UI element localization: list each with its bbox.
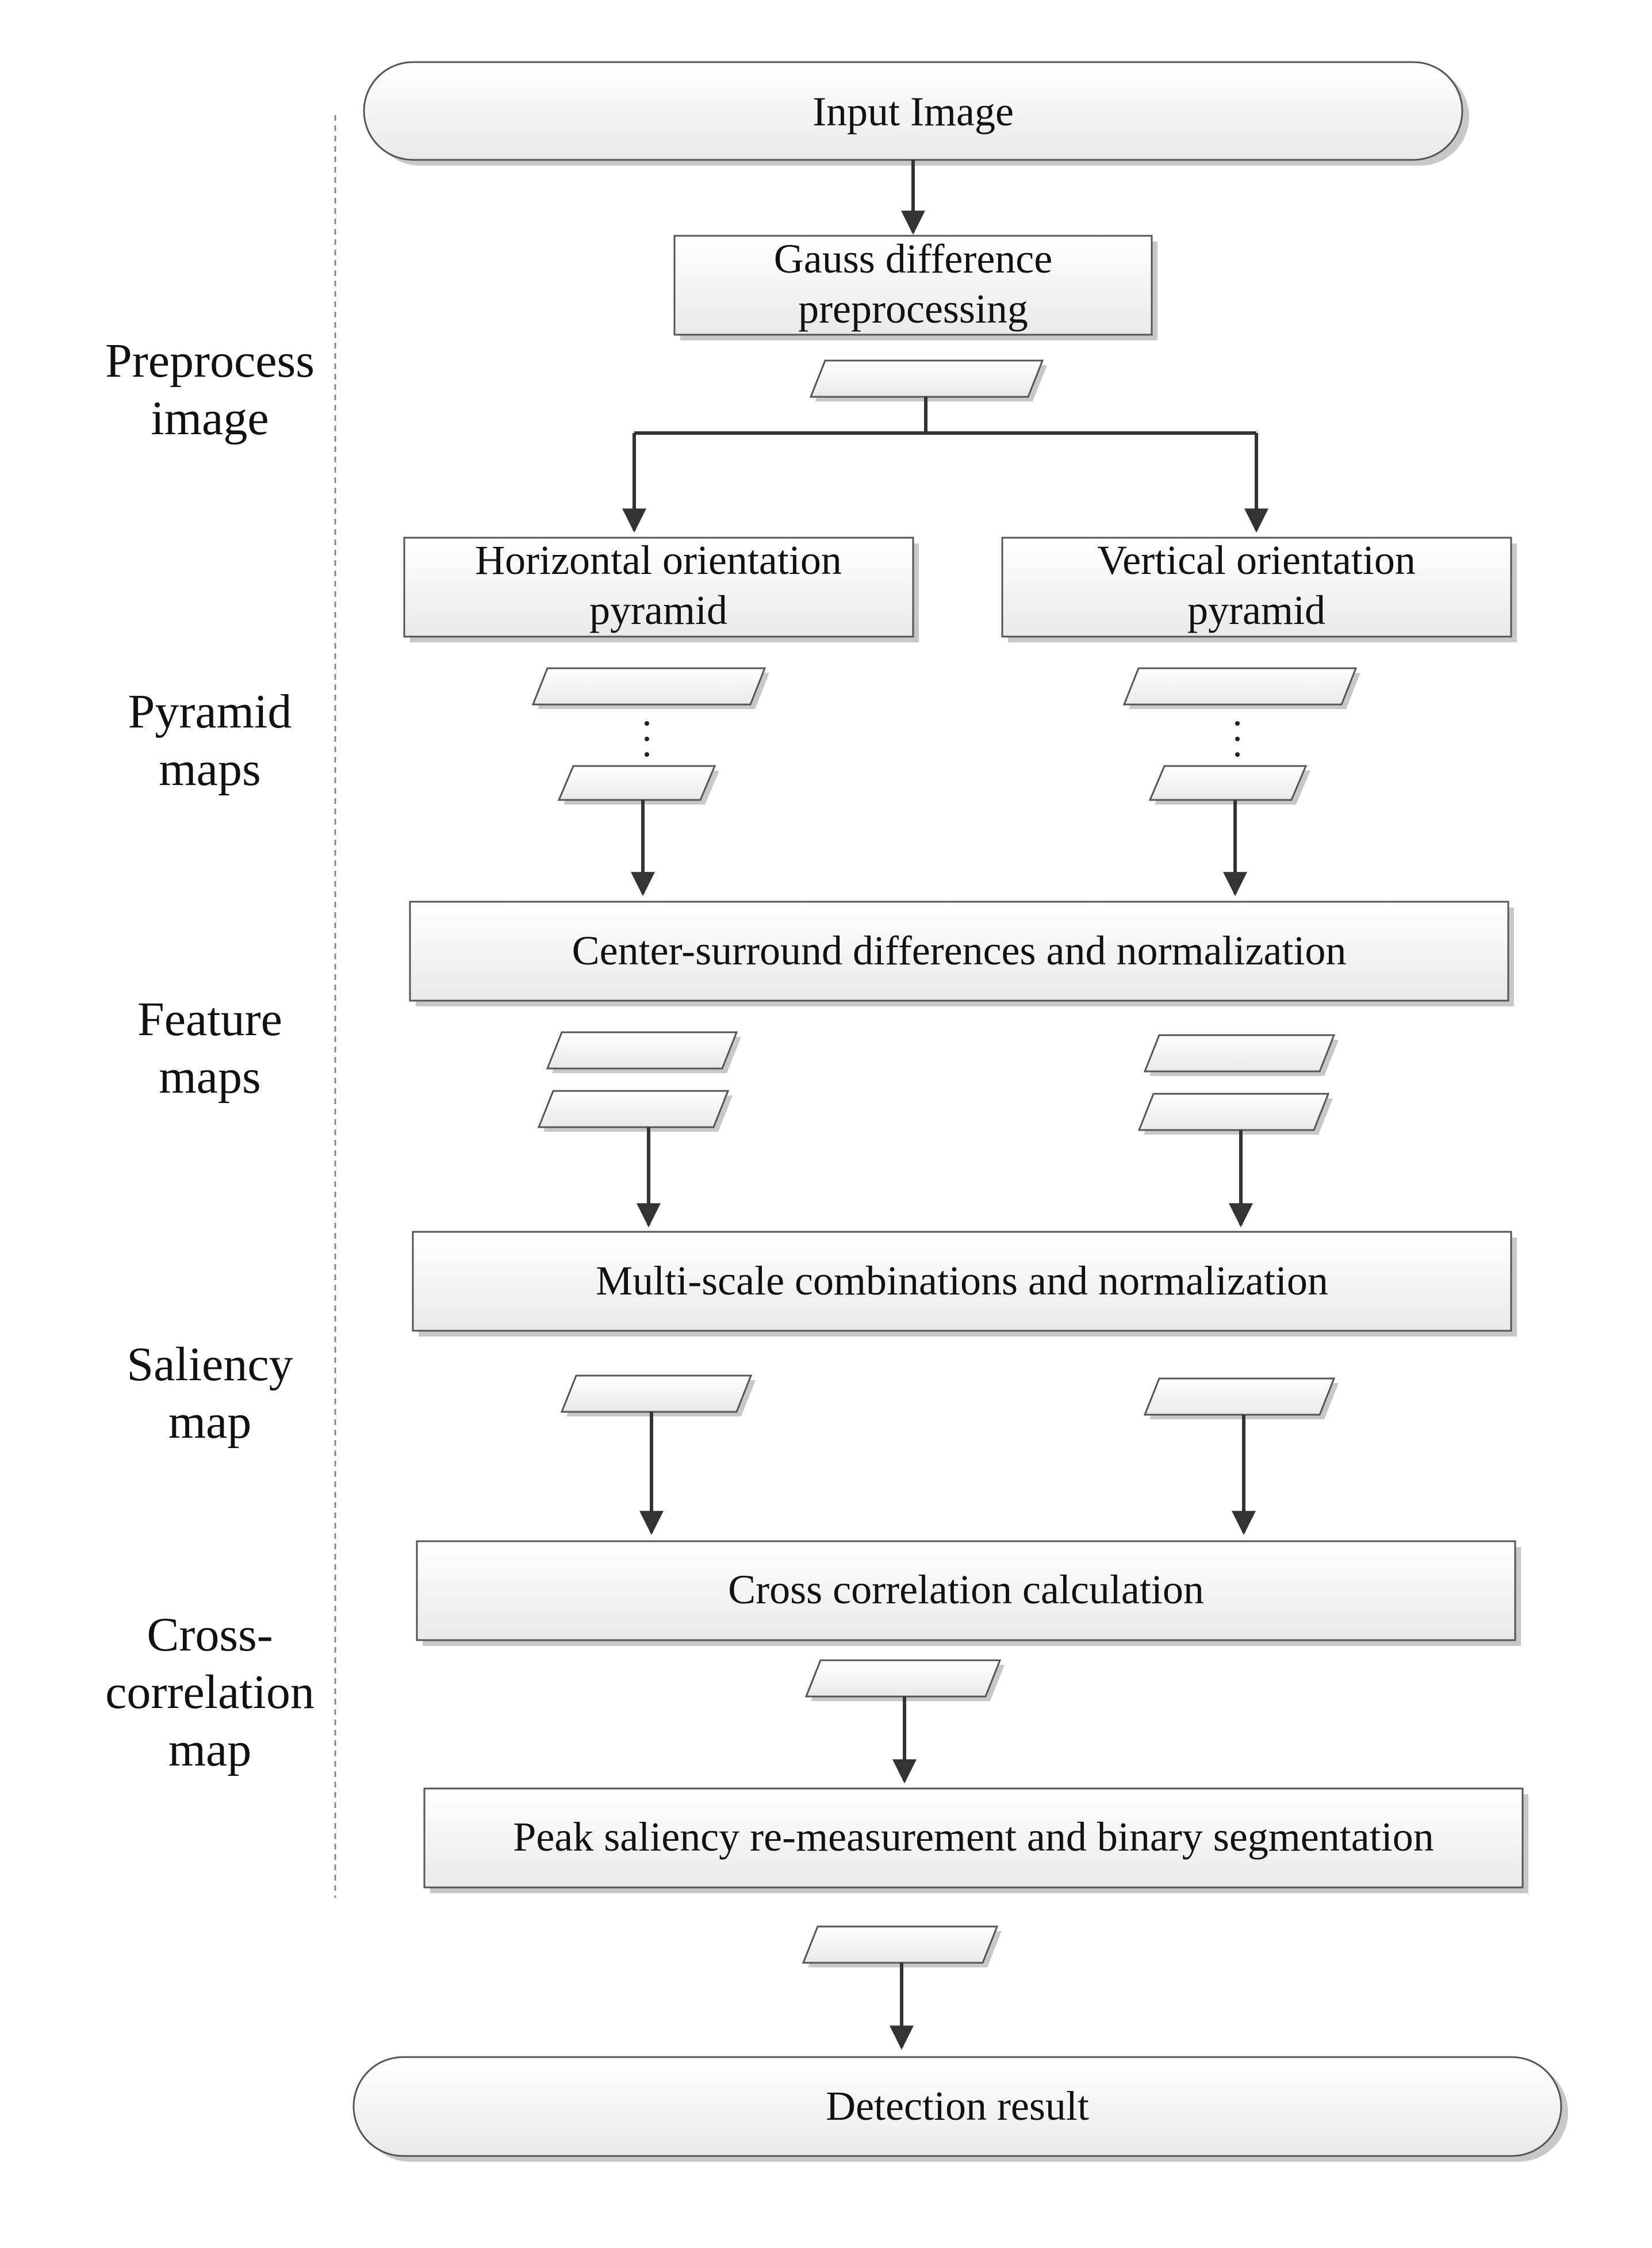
svg-text:Preprocess: Preprocess bbox=[105, 334, 315, 388]
svg-text:Pyramid: Pyramid bbox=[128, 685, 292, 738]
svg-text:map: map bbox=[168, 1395, 252, 1449]
horizontal-label-line2: pyramid bbox=[589, 587, 727, 633]
data-pyramid-maps-right bbox=[1122, 667, 1360, 805]
split-connector bbox=[622, 397, 1268, 533]
data-saliency-map-right bbox=[1143, 1377, 1339, 1419]
stage-label-saliency: Saliency map bbox=[127, 1338, 293, 1449]
gauss-label-line1: Gauss difference bbox=[774, 236, 1052, 282]
vertical-label-line2: pyramid bbox=[1187, 587, 1325, 633]
data-saliency-map-left bbox=[560, 1374, 756, 1416]
svg-text:maps: maps bbox=[159, 742, 260, 796]
process-cross-correlation: Cross correlation calculation bbox=[416, 1540, 1521, 1646]
svg-text:correlation: correlation bbox=[105, 1665, 315, 1719]
vertical-label-line1: Vertical orientation bbox=[1097, 537, 1416, 583]
svg-text:Saliency: Saliency bbox=[127, 1338, 293, 1391]
stage-label-preprocess: Preprocess image bbox=[105, 334, 315, 445]
process-center-surround: Center-surround differences and normaliz… bbox=[409, 901, 1514, 1006]
peak-saliency-label: Peak saliency re-measurement and binary … bbox=[513, 1814, 1433, 1860]
horizontal-label-line1: Horizontal orientation bbox=[475, 537, 842, 583]
data-cross-correlation-map bbox=[804, 1659, 1005, 1701]
cross-correlation-label: Cross correlation calculation bbox=[728, 1567, 1204, 1613]
process-vertical-pyramid: Vertical orientation pyramid bbox=[1001, 537, 1517, 642]
svg-text:Cross-: Cross- bbox=[147, 1608, 273, 1661]
terminal-input-image: Input Image bbox=[363, 61, 1469, 166]
svg-text:Feature: Feature bbox=[137, 993, 282, 1046]
data-feature-maps-left bbox=[537, 1031, 741, 1132]
svg-text:image: image bbox=[151, 392, 269, 445]
process-peak-saliency: Peak saliency re-measurement and binary … bbox=[423, 1787, 1528, 1893]
svg-text:map: map bbox=[168, 1723, 252, 1776]
process-multi-scale: Multi-scale combinations and normalizati… bbox=[412, 1231, 1517, 1336]
stage-label-cross-correlation: Cross- correlation map bbox=[105, 1608, 315, 1776]
gauss-label-line2: preprocessing bbox=[798, 286, 1028, 332]
data-pyramid-maps-left bbox=[531, 667, 769, 805]
stage-label-feature: Feature maps bbox=[137, 993, 282, 1104]
terminal-detection-label: Detection result bbox=[826, 2083, 1089, 2129]
svg-text:maps: maps bbox=[159, 1050, 260, 1104]
data-feature-maps-right bbox=[1137, 1034, 1339, 1135]
terminal-input-label: Input Image bbox=[812, 89, 1014, 135]
process-horizontal-pyramid: Horizontal orientation pyramid bbox=[403, 537, 919, 642]
stage-label-pyramid: Pyramid maps bbox=[128, 685, 292, 796]
process-gauss-difference: Gauss difference preprocessing bbox=[673, 235, 1157, 340]
multi-scale-label: Multi-scale combinations and normalizati… bbox=[596, 1258, 1328, 1304]
data-output-gauss bbox=[809, 359, 1047, 401]
center-surround-label: Center-surround differences and normaliz… bbox=[572, 928, 1347, 974]
terminal-detection-result: Detection result bbox=[352, 2056, 1568, 2162]
data-detection-output bbox=[802, 1925, 1002, 1967]
